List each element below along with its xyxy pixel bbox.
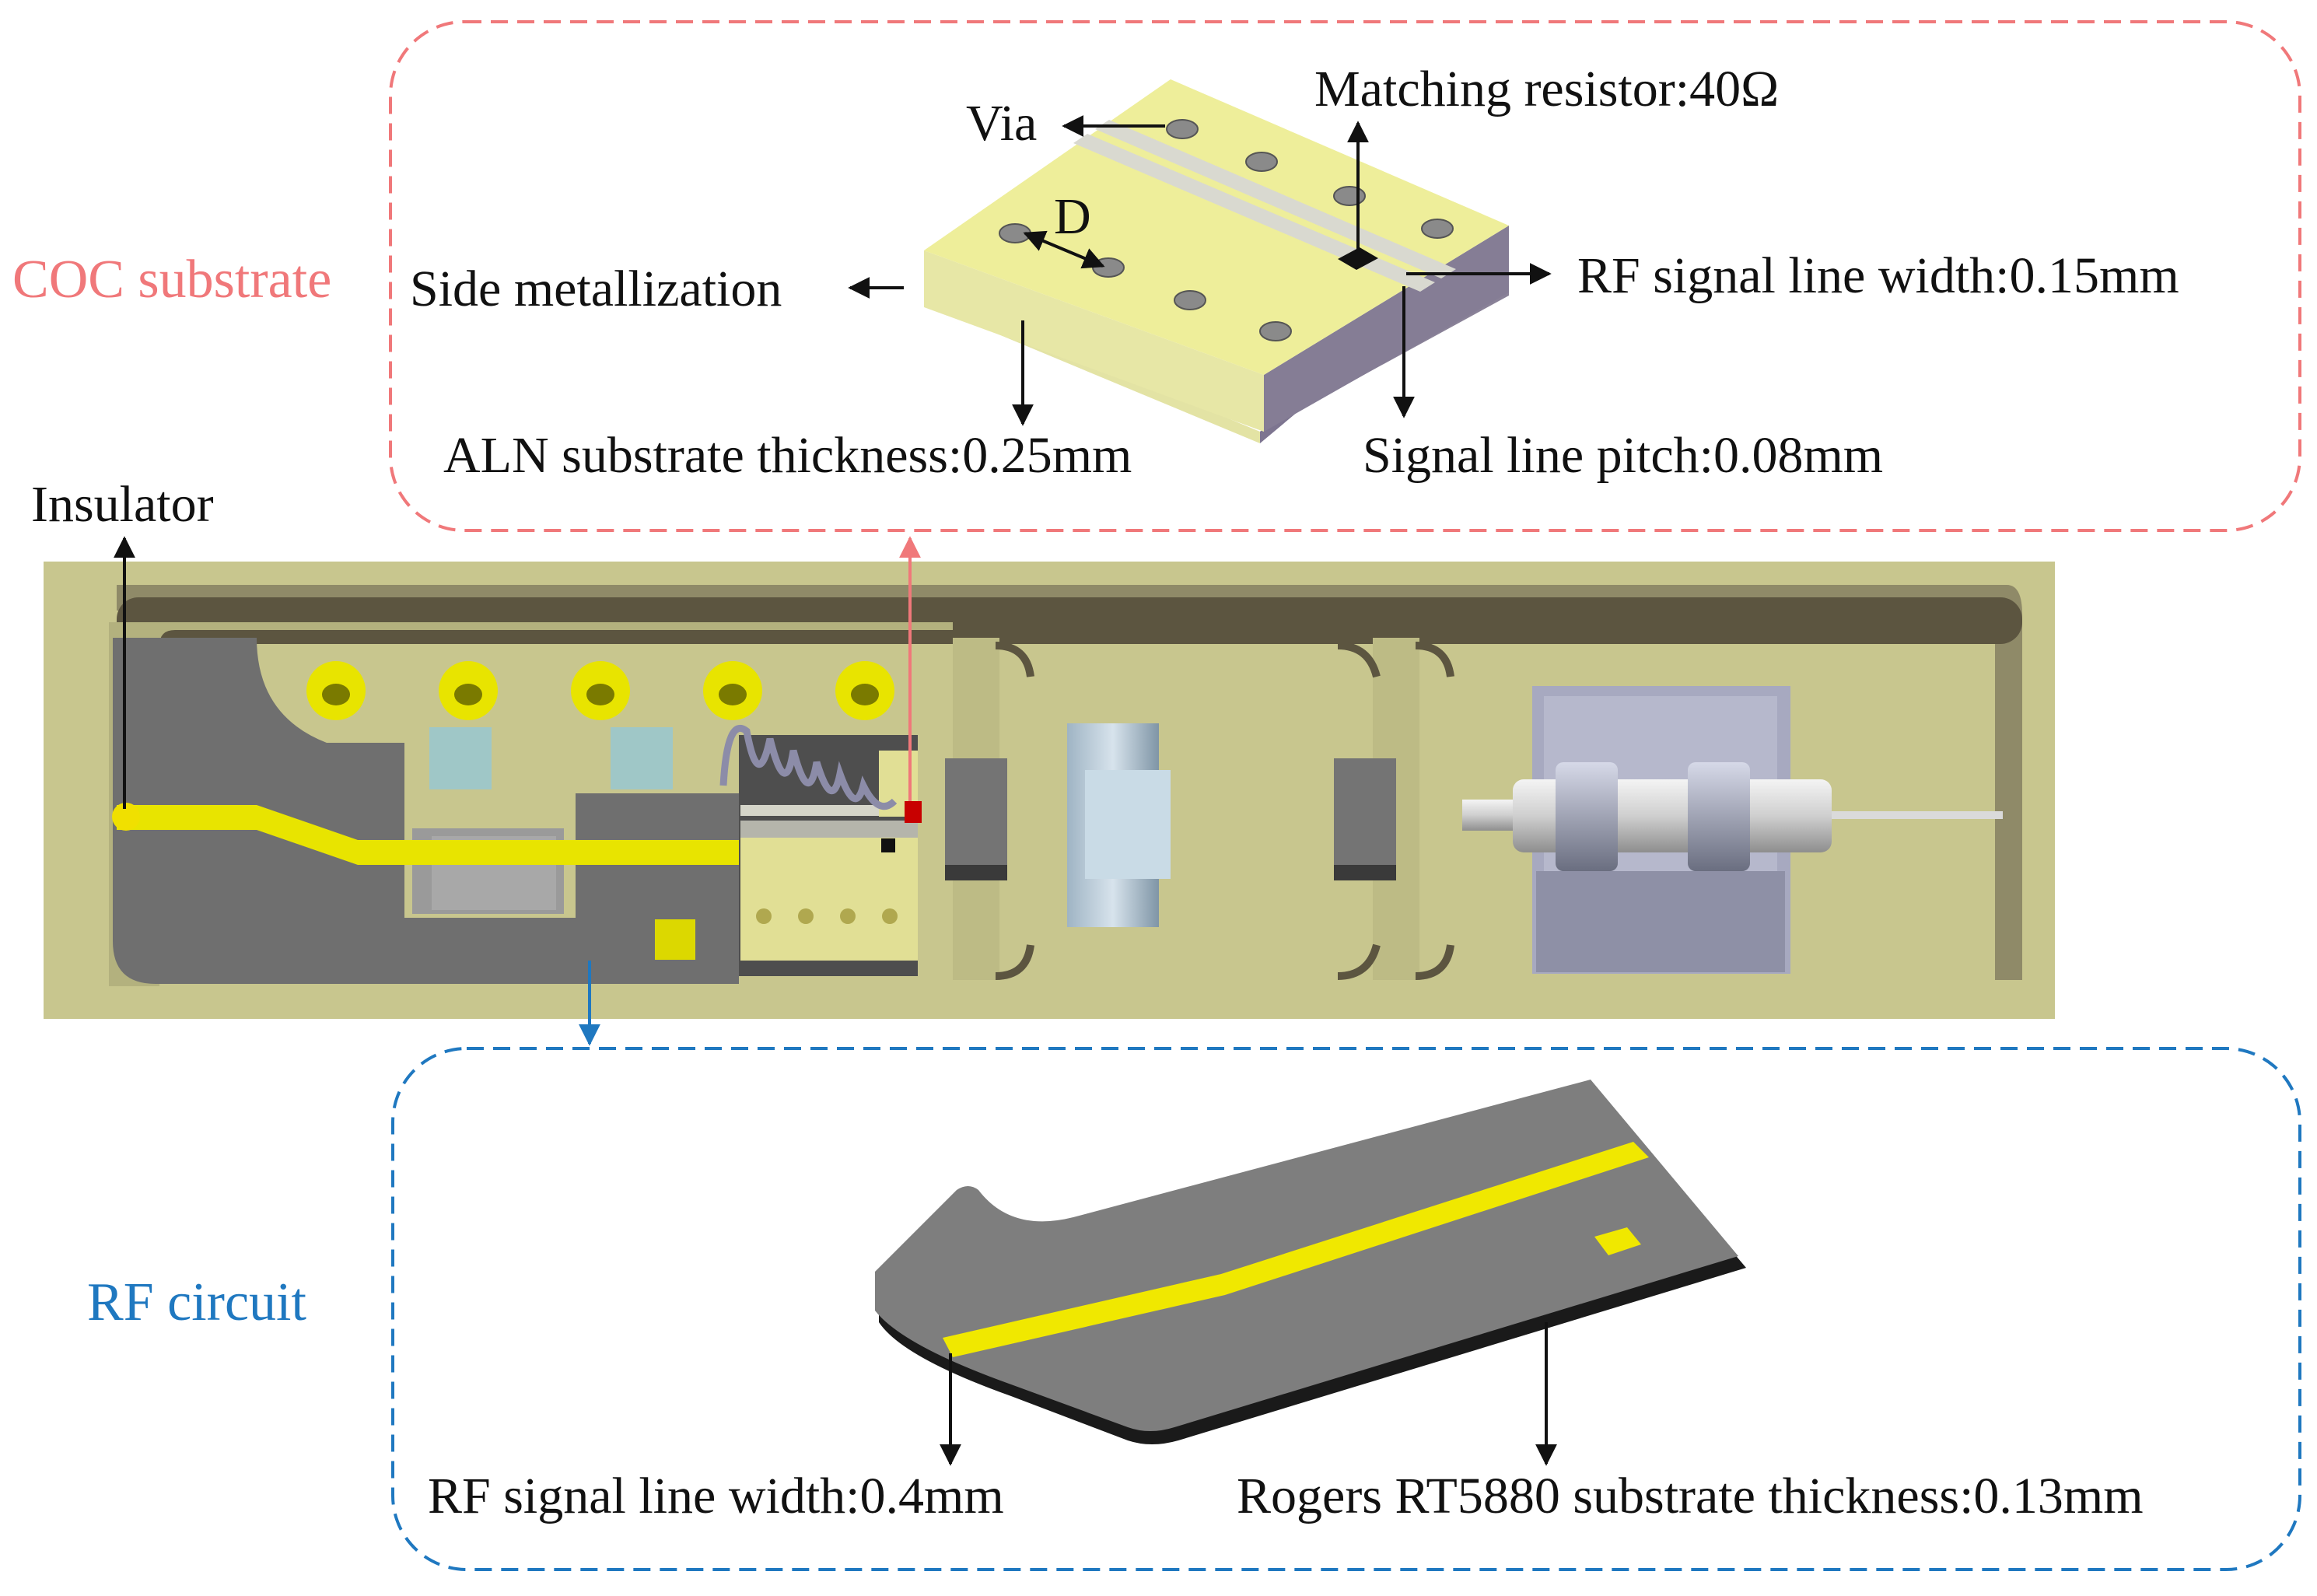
side-metallization-label: Side metallization — [410, 261, 782, 317]
coc-substrate-title: COC substrate — [12, 250, 331, 310]
rogers-thickness-label: Rogers RT5880 substrate thickness:0.13mm — [1237, 1468, 2144, 1524]
via-hole — [1245, 152, 1278, 172]
diameter-label: D — [1054, 188, 1091, 245]
rf-signal-width-label: RF signal line width:0.4mm — [428, 1468, 1004, 1524]
signal-pitch-label: Signal line pitch:0.08mm — [1363, 427, 1883, 484]
via-hole — [1174, 290, 1206, 310]
via-hole — [1092, 257, 1125, 278]
rf-pcb — [875, 1080, 1746, 1444]
via-hole — [1421, 219, 1454, 239]
aln-substrate — [924, 79, 1509, 443]
rf-circuit-title: RF circuit — [87, 1272, 306, 1332]
dc-pins — [306, 661, 894, 789]
coc-callout-box — [389, 20, 2301, 532]
matching-resistor — [1338, 247, 1378, 270]
rf-signal-width-coc-label: RF signal line width:0.15mm — [1577, 247, 2179, 304]
via-hole — [1333, 186, 1366, 206]
coc-mount — [719, 724, 922, 976]
matching-resistor-label: Matching resistor:40Ω — [1314, 61, 1779, 117]
insulator-label: Insulator — [31, 476, 214, 533]
aln-thickness-label: ALN substrate thickness:0.25mm — [443, 427, 1132, 484]
via-hole — [1259, 321, 1292, 341]
diameter-arrow — [1023, 230, 1105, 269]
via-hole — [1166, 119, 1199, 139]
insulator — [112, 803, 140, 831]
optical-components — [945, 686, 2003, 974]
rf-callout-box — [391, 1047, 2301, 1571]
via-label: Via — [966, 95, 1037, 152]
